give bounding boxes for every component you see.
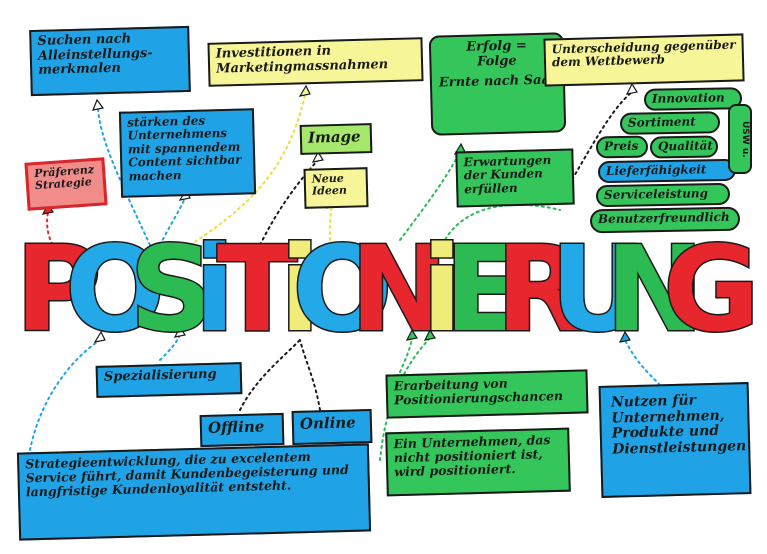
connector-erfolg — [439, 203, 561, 251]
diff-vertical-tag: USW u. — [728, 104, 752, 174]
connector-alleinstellung — [97, 107, 151, 246]
node-erfolg-text: Erfolg = Folge — [466, 38, 527, 70]
diff-innovation-text: Innovation — [651, 90, 725, 106]
connector-offline — [239, 339, 301, 411]
diff-preis: Preis — [595, 135, 649, 159]
arrowhead-image — [311, 150, 324, 163]
node-nicht-positioniert-text: Ein Unternehmen, das nicht positioniert … — [393, 432, 551, 480]
connector-strategie — [29, 339, 101, 451]
node-image-text: Image — [307, 127, 361, 147]
diff-lieferfaehigkeit: Lieferfähigkeit — [597, 158, 737, 184]
node-unterscheidung: Unterscheidung gegenüber dem Wettbewerb — [543, 33, 745, 87]
diff-qualitaet-text: Qualität — [657, 138, 714, 154]
node-erarbeitung: Erarbeitung von Positionierungschancen — [385, 369, 589, 419]
node-offline-text: Offline — [207, 417, 265, 437]
connector-spezialisierung — [159, 334, 181, 361]
node-alleinstellung: Suchen nach Alleinstellungs-merkmalen — [29, 25, 191, 97]
node-online-text: Online — [299, 413, 356, 433]
node-nutzen-text: Nutzen für Unternehmen, Produkte und Die… — [610, 392, 747, 458]
diff-benutzerfreundlich-text: Benutzerfreundlich — [597, 209, 730, 227]
node-staerken-text: stärken des Unternehmens mit spannendem … — [126, 113, 242, 184]
arrowhead-nutzen — [618, 330, 631, 343]
node-unterscheidung-text: Unterscheidung gegenüber dem Wettbewerb — [551, 37, 736, 70]
diff-benutzerfreundlich: Benutzerfreundlich — [589, 206, 741, 234]
node-praeferenz: Präferenz Strategie — [24, 157, 108, 211]
connector-neue-ideen — [329, 205, 333, 241]
connector-online — [299, 339, 321, 411]
diff-lieferfaehigkeit-text: Lieferfähigkeit — [605, 162, 707, 179]
arrowhead-erarbeitung — [405, 328, 418, 341]
node-nutzen: Nutzen für Unternehmen, Produkte und Die… — [598, 382, 752, 498]
connector-staerken — [159, 197, 186, 246]
diff-sortiment-text: Sortiment — [627, 114, 696, 130]
connector-investitionen — [189, 94, 306, 246]
connector-erarbeitung — [399, 337, 413, 373]
connector-nutzen — [624, 339, 661, 386]
node-strategie: Strategieentwicklung, die zu excelentem … — [16, 443, 372, 541]
node-erwartungen: Erwartungen der Kunden erfüllen — [455, 148, 575, 208]
node-investitionen-text: Investitionen in Marketingmassnahmen — [215, 43, 389, 77]
diff-preis-text: Preis — [603, 138, 639, 154]
arrowhead-nicht-positioniert — [423, 328, 436, 341]
connector-praeferenz — [46, 211, 56, 251]
diff-vertical-tag-text: USW u. — [740, 120, 750, 158]
diff-innovation: Innovation — [643, 87, 743, 111]
node-spezialisierung: Spezialisierung — [95, 362, 243, 398]
node-praeferenz-text: Präferenz Strategie — [33, 163, 95, 193]
connector-nicht-positioniert — [379, 337, 431, 461]
node-alleinstellung-text: Suchen nach Alleinstellungs-merkmalen — [37, 31, 153, 78]
node-offline: Offline — [199, 412, 285, 448]
node-nicht-positioniert: Ein Unternehmen, das nicht positioniert … — [385, 427, 571, 497]
node-online: Online — [291, 408, 373, 446]
node-strategie-text: Strategieentwicklung, die zu excelentem … — [25, 448, 349, 500]
node-investitionen: Investitionen in Marketingmassnahmen — [207, 37, 424, 87]
connector-erwartungen — [399, 151, 461, 241]
connector-image — [259, 159, 319, 246]
node-neue-ideen-text: Neue Ideen — [311, 171, 348, 198]
arrowhead-strategie — [93, 330, 106, 343]
arrowhead-unterscheidung — [625, 82, 638, 95]
node-neue-ideen: Neue Ideen — [303, 167, 369, 209]
node-erwartungen-text: Erwartungen der Kunden erfüllen — [463, 153, 552, 197]
node-image: Image — [299, 123, 373, 155]
diff-qualitaet: Qualität — [649, 135, 719, 159]
arrowhead-alleinstellung — [92, 98, 105, 111]
diff-sortiment: Sortiment — [619, 111, 721, 135]
node-ernte-text: Ernte nach Saat — [438, 72, 557, 91]
node-staerken: stärken des Unternehmens mit spannendem … — [118, 108, 257, 198]
diff-serviceleistung: Serviceleistung — [595, 182, 731, 208]
node-spezialisierung-text: Spezialisierung — [103, 366, 217, 385]
node-erarbeitung-text: Erarbeitung von Positionierungschancen — [393, 375, 564, 408]
arrowhead-spezialisierung — [173, 325, 186, 338]
arrowhead-investitionen — [298, 84, 311, 97]
diff-serviceleistung-text: Serviceleistung — [603, 186, 709, 203]
